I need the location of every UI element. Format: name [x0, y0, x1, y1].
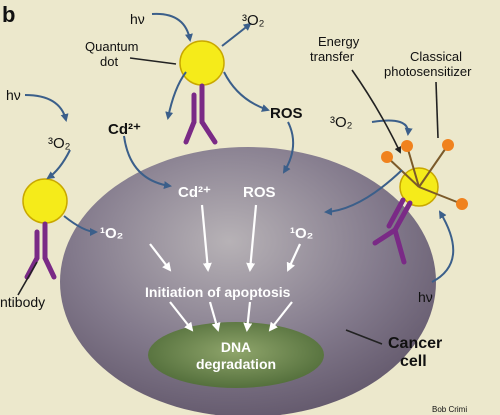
artist-credit: Bob Crimi [432, 405, 467, 414]
hv-top-label: hν [130, 11, 145, 27]
dna-label-1: DNA [221, 339, 251, 355]
singlet-oxygen-right-label: ¹O₂ [290, 225, 313, 242]
reaction-arrows [24, 12, 455, 283]
ros-inner-label: ROS [243, 184, 276, 201]
photosensitizer-ball [442, 139, 454, 151]
o2-left-label: ³O₂ [48, 135, 71, 152]
antibody-left [24, 221, 57, 280]
singlet-oxygen-left-label: ¹O₂ [100, 225, 123, 242]
quantum-dot-left [22, 178, 68, 224]
photosensitizer-group [381, 139, 468, 210]
quantum-dot-top [179, 40, 225, 86]
antibody-right [372, 197, 413, 265]
classical-label-2: photosensitizer [384, 64, 472, 79]
hv-right-label: hν [418, 289, 433, 305]
energy-transfer-label-1: Energy [318, 34, 360, 49]
pointer-lines [17, 57, 439, 345]
photosensitizer-ball [456, 198, 468, 210]
dna-label-2: degradation [196, 356, 276, 372]
dna-nucleus [148, 322, 324, 388]
ros-top-label: ROS [270, 105, 303, 122]
o2-right-label: ³O₂ [330, 114, 353, 131]
antibody-label: ntibody [0, 294, 45, 310]
cd-top-label: Cd²⁺ [108, 121, 141, 138]
cd-inner-label: Cd²⁺ [178, 184, 211, 201]
cancer-cell-label-2: cell [400, 353, 427, 370]
o2-top-label: ³O₂ [242, 12, 265, 29]
apoptosis-label: Initiation of apoptosis [145, 284, 291, 300]
quantum-dot-label-1: Quantum [85, 39, 138, 54]
photosensitizer-ball [401, 140, 413, 152]
energy-transfer-label-2: transfer [310, 49, 355, 64]
quantum-dot-label-2: dot [100, 54, 118, 69]
internal-arrows [149, 204, 301, 332]
classical-label-1: Classical [410, 49, 462, 64]
photosensitizer-ball [381, 151, 393, 163]
cancer-cell-label-1: Cancer [388, 335, 442, 352]
hv-left-label: hν [6, 87, 21, 103]
antibody-top [183, 83, 218, 145]
panel-label: b [2, 2, 15, 27]
